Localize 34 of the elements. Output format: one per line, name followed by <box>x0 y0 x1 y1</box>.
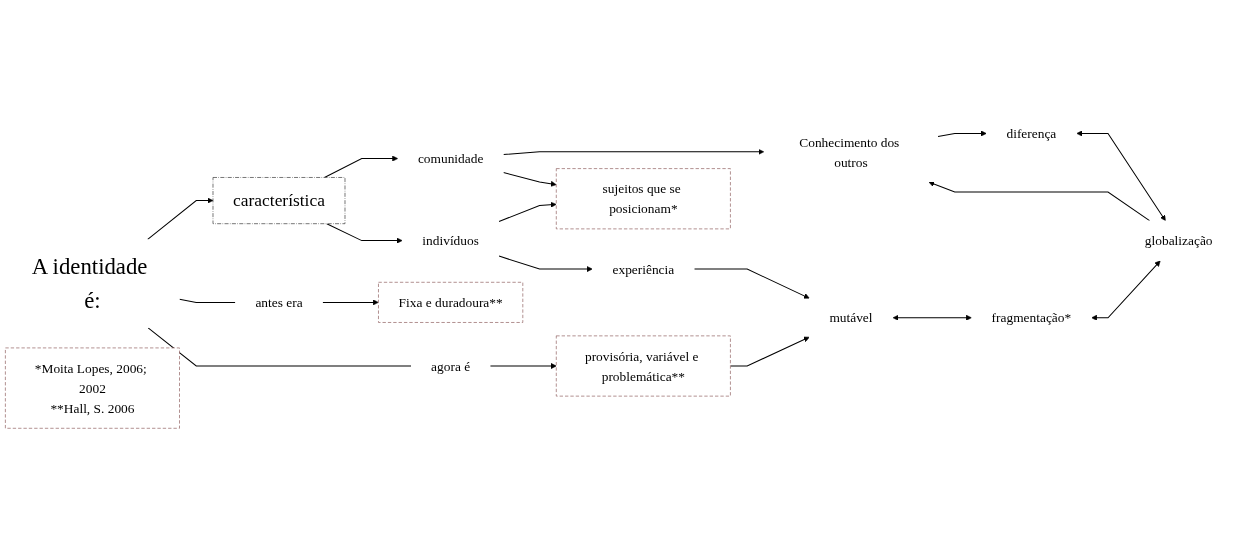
arrow <box>326 222 403 244</box>
node-text: mutável <box>829 310 873 325</box>
arrow <box>489 362 557 369</box>
node-box: *Moita Lopes, 2006; 2002 **Hall, S. 2006 <box>5 347 180 429</box>
arrow <box>324 155 399 178</box>
arrow <box>928 180 1151 221</box>
node-text: agora é <box>431 358 471 374</box>
arrow <box>937 130 987 137</box>
arrow <box>1091 260 1161 321</box>
node-text: globalização <box>1144 233 1213 248</box>
node-box: sujeitos que se posicionam* <box>555 167 731 229</box>
arrow <box>498 255 593 272</box>
node-text: experiência <box>612 261 675 277</box>
connector <box>147 327 412 367</box>
node-text: antes era <box>255 294 303 310</box>
node-text: indivíduos <box>422 232 479 248</box>
node-text: A identidade é: <box>31 253 148 313</box>
node-box: provisória, variável e problemática** <box>555 335 731 397</box>
arrow <box>498 201 557 222</box>
arrow <box>729 336 810 367</box>
connector <box>179 298 236 303</box>
arrow <box>322 299 379 305</box>
arrow <box>502 171 557 187</box>
arrow <box>892 314 972 321</box>
node-box: característica <box>212 176 346 224</box>
node-text: fragmentação* <box>991 310 1072 325</box>
node-text: Conhecimento dos outros <box>799 134 900 169</box>
node-text: diferença <box>1006 125 1057 141</box>
node-text: comunidade <box>417 150 484 166</box>
node-box: Fixa e duradoura** <box>378 281 524 323</box>
arrow <box>1076 130 1166 221</box>
arrow <box>502 148 765 155</box>
arrow <box>147 197 214 240</box>
arrow <box>693 268 810 299</box>
